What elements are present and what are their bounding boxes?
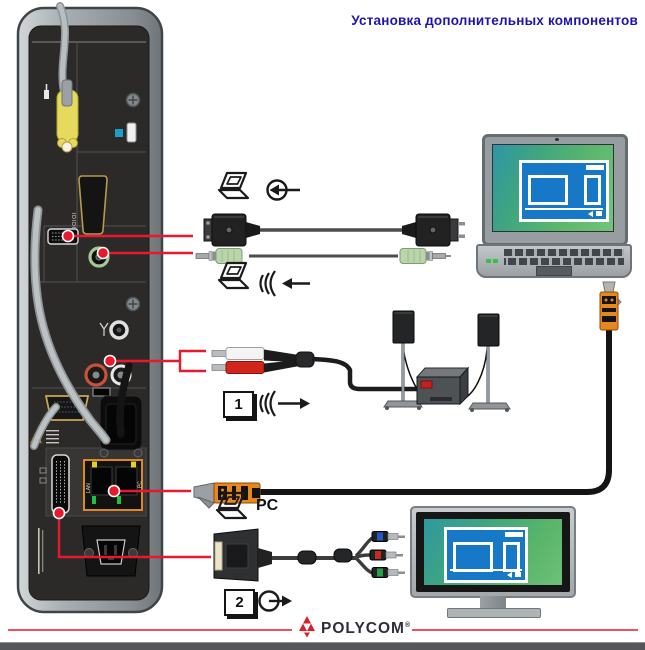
video-input-icon (266, 179, 300, 201)
pc-connection-label: PC (256, 497, 279, 514)
dvi-out-port (39, 454, 70, 514)
component-plug-blue (371, 531, 405, 542)
laptop (476, 134, 632, 278)
antenna-cable (56, 2, 70, 96)
monitor-base (447, 608, 541, 618)
pc-port (115, 466, 138, 496)
serial-port-label: IOIOI (72, 212, 78, 228)
video-output-icon (258, 590, 292, 612)
dvi-cable (203, 213, 465, 247)
step-1-badge: 1 (223, 391, 254, 418)
window-titlebar (586, 165, 604, 170)
pc-port-label: PC (138, 481, 144, 488)
audio-input-icon (259, 269, 310, 298)
callout-lines (57, 234, 211, 559)
monitor (410, 506, 576, 618)
window-toolbar (525, 208, 603, 217)
usb-port (92, 387, 111, 397)
component-plug-green (371, 567, 405, 578)
lan-port-label: LAN (86, 483, 92, 493)
speaker-system (383, 310, 511, 412)
antenna-connector (44, 79, 79, 153)
monitor-screen (424, 519, 562, 585)
right-speaker (468, 313, 511, 412)
laptop-touchpad (536, 266, 572, 276)
rj45-connector (599, 281, 622, 331)
registered-mark: ® (404, 621, 412, 629)
bottom-bar (0, 642, 645, 650)
callout-dots (52, 229, 121, 520)
panel-switch (126, 122, 137, 143)
component-plug-red (369, 549, 403, 561)
screw-icon (125, 296, 141, 312)
subwoofer (415, 366, 470, 406)
antenna-glyph (44, 90, 49, 99)
window-main-pane (528, 175, 568, 205)
component-video-cable (213, 528, 405, 582)
audio-output-icon (259, 389, 310, 418)
laptop-screen (482, 134, 628, 246)
antenna-icon (99, 322, 109, 336)
polycom-wordmark: POLYCOM® (321, 620, 412, 637)
monitor-neck (480, 596, 506, 609)
lan-port (90, 466, 113, 496)
monitor-bezel (416, 512, 570, 592)
window-side-pane (584, 175, 601, 205)
laptop-keyboard (476, 244, 632, 278)
step-2-badge: 2 (224, 589, 255, 616)
switch-label (115, 129, 123, 137)
ir-jack (99, 320, 129, 340)
media-window (519, 160, 609, 222)
left-speaker (383, 310, 423, 410)
serial-port: IOIOI (72, 175, 108, 235)
audio-cable (195, 248, 451, 264)
media-window (444, 527, 528, 583)
laptop-camera (555, 138, 559, 141)
page-title: Установка дополнительных компонентов (351, 13, 638, 28)
ethernet-cable (193, 281, 622, 509)
laptop-display (492, 144, 614, 232)
gray-cable (30, 205, 111, 450)
device-rear-panel: IOIOI (16, 2, 164, 614)
power-cord (116, 362, 133, 438)
polycom-logo-icon (299, 616, 315, 638)
rca-speaker-cable (211, 347, 417, 392)
laptop-icon (217, 171, 250, 200)
laptop-leds (486, 250, 500, 263)
screw-icon (125, 92, 141, 108)
laptop-icon (217, 261, 250, 290)
rca-audio-jacks (84, 363, 132, 387)
